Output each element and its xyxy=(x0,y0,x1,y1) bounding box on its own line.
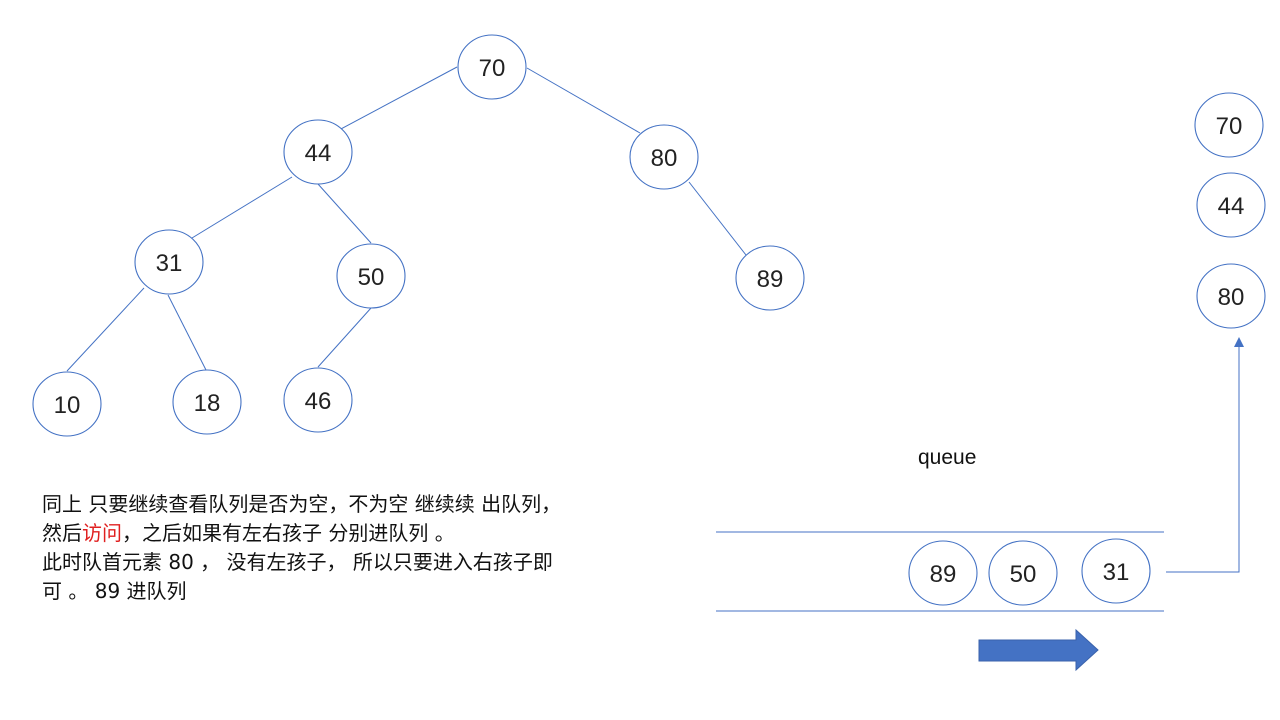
edge-44-31 xyxy=(191,176,293,239)
edge-70-44 xyxy=(338,66,458,131)
node-label: 70 xyxy=(479,55,506,82)
edge-44-50 xyxy=(317,183,372,244)
tree-node-18: 18 xyxy=(172,369,242,435)
highlight-visit: 访问 xyxy=(82,521,122,545)
node-label: 89 xyxy=(757,266,784,293)
description-line-1: 同上 只要继续查看队列是否为空，不为空 继续续 出队列， 然后访问，之后如果有左… xyxy=(42,490,562,548)
tree-node-80: 80 xyxy=(629,124,699,190)
visited-item-label: 80 xyxy=(1218,284,1245,311)
queue-item-50: 50 xyxy=(988,540,1058,606)
node-label: 44 xyxy=(305,140,332,167)
node-label: 80 xyxy=(651,145,678,172)
description-text-part: 同上 只要继续查看队列是否为空，不为空 继续续 出队列， 然后 xyxy=(42,492,562,545)
edge-70-80 xyxy=(526,67,641,134)
node-label: 31 xyxy=(156,250,183,277)
tree-node-50: 50 xyxy=(336,243,406,309)
queue-item-89: 89 xyxy=(908,540,978,606)
description-line-2: 此时队首元素 80 ， 没有左孩子， 所以只要进入右孩子即可 。 89 进队列 xyxy=(42,550,553,603)
tree-node-46: 46 xyxy=(283,367,353,433)
queue-direction-arrow-icon xyxy=(978,628,1099,672)
tree-edges xyxy=(66,66,747,372)
dequeue-connector-arrow xyxy=(1166,337,1244,573)
queue-item-31: 31 xyxy=(1081,538,1151,604)
edge-80-89 xyxy=(688,181,747,256)
tree-node-89: 89 xyxy=(735,245,805,311)
visited-item-70: 70 xyxy=(1194,92,1264,158)
edge-31-18 xyxy=(167,294,207,371)
queue-label: queue xyxy=(918,446,977,469)
visited-item-label: 44 xyxy=(1218,193,1245,220)
node-label: 46 xyxy=(305,388,332,415)
node-label: 18 xyxy=(194,390,221,417)
node-label: 10 xyxy=(54,392,81,419)
edge-31-10 xyxy=(66,287,145,372)
description-text: 同上 只要继续查看队列是否为空，不为空 继续续 出队列， 然后访问，之后如果有左… xyxy=(42,490,562,606)
queue-item-label: 31 xyxy=(1103,559,1130,586)
queue-item-label: 50 xyxy=(1010,561,1037,588)
queue-item-label: 89 xyxy=(930,561,957,588)
tree-node-31: 31 xyxy=(134,229,204,295)
tree-node-44: 44 xyxy=(283,119,353,185)
visited-item-44: 44 xyxy=(1196,172,1266,238)
node-label: 50 xyxy=(358,264,385,291)
edge-50-46 xyxy=(317,307,372,368)
tree-node-10: 10 xyxy=(32,371,102,437)
description-text-part: ，之后如果有左右孩子 分别进队列 。 xyxy=(122,521,455,545)
visited-item-80: 80 xyxy=(1196,263,1266,329)
tree-node-70: 70 xyxy=(457,34,527,100)
visited-item-label: 70 xyxy=(1216,113,1243,140)
